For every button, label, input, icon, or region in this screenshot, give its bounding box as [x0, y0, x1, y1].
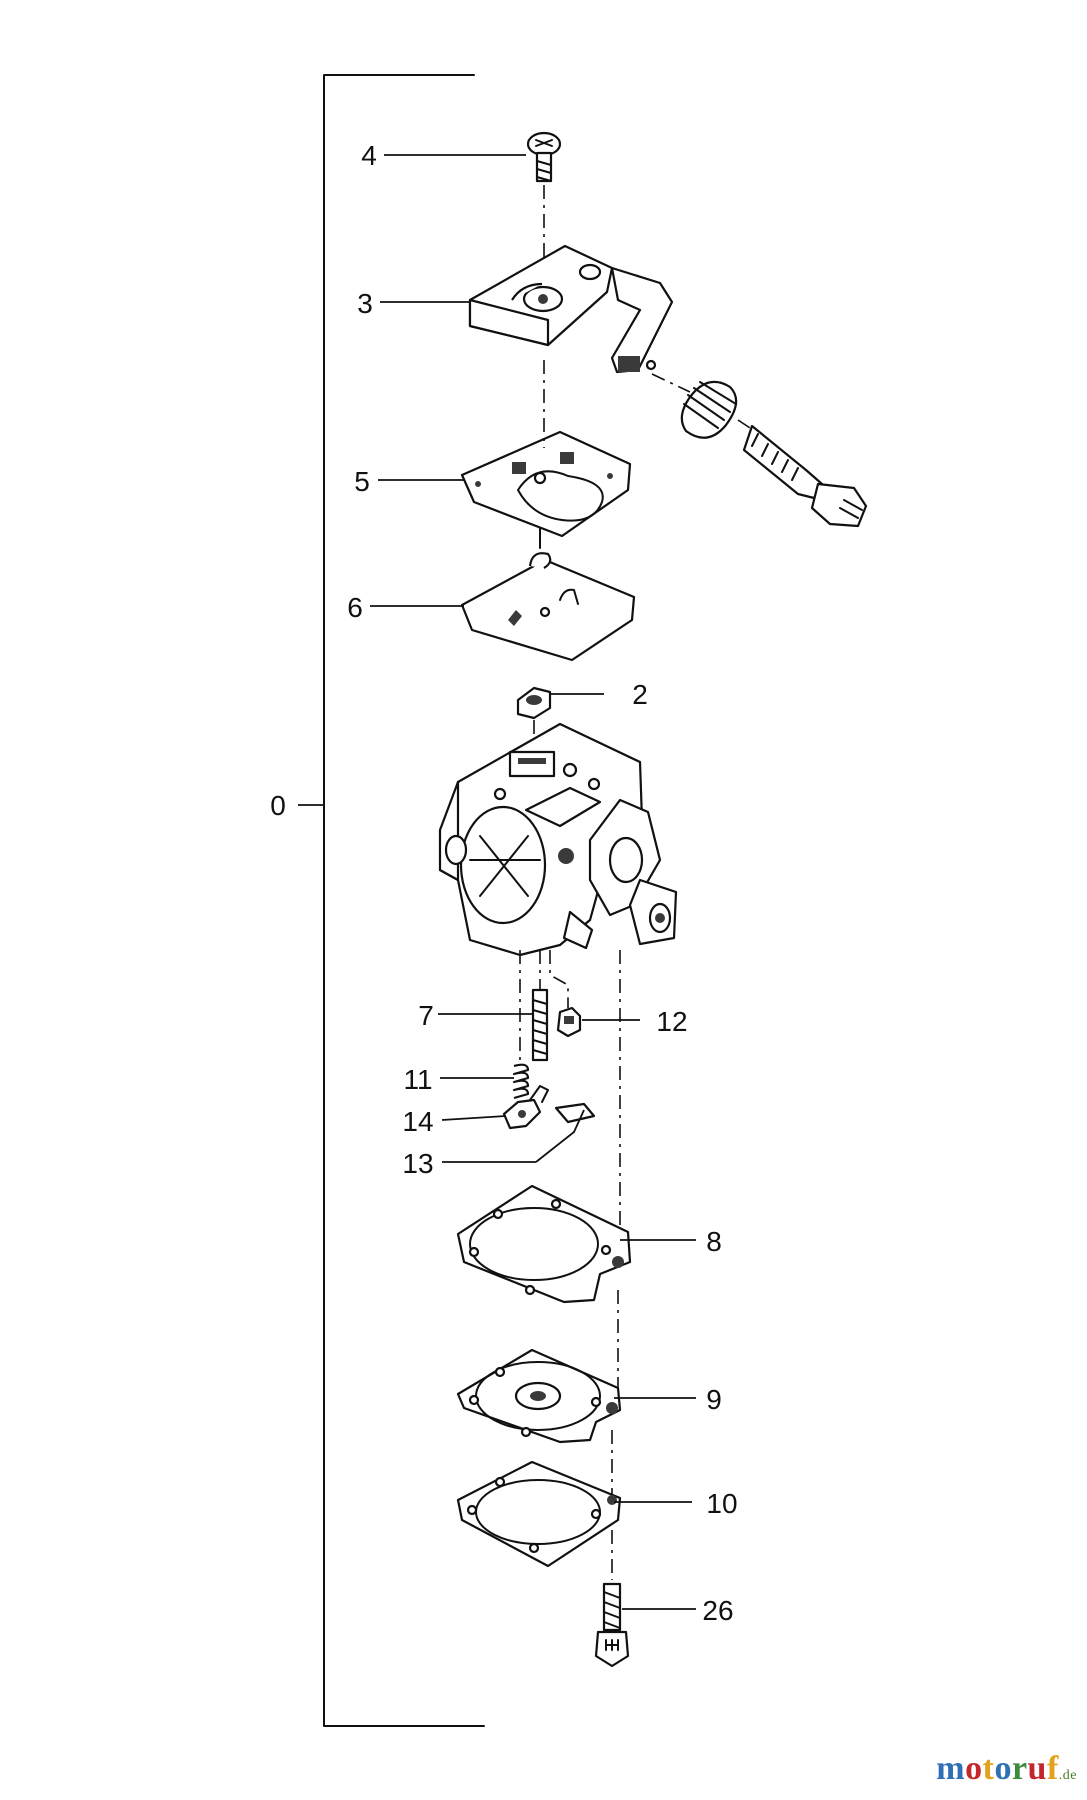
callout-6: 6 [347, 592, 363, 623]
part-12-screw [549, 950, 582, 1038]
callout-leaders [370, 154, 696, 1610]
callout-8: 8 [706, 1226, 722, 1257]
callout-14: 14 [402, 1106, 433, 1137]
callout-10: 10 [706, 1488, 737, 1519]
watermark-letter: o [965, 1750, 983, 1787]
callout-26: 26 [702, 1595, 733, 1626]
adjusting-screw-and-spring [651, 373, 868, 528]
watermark-suffix: .de [1058, 1768, 1077, 1783]
motoruf-watermark: motoruf.de [936, 1750, 1077, 1788]
part-6-pump-diaphragm [460, 527, 636, 662]
part-9-metering-diaphragm [456, 1348, 622, 1500]
callout-labels: 0 4 3 5 6 2 7 12 11 14 13 8 9 10 26 [270, 140, 737, 1626]
watermark-letter: t [982, 1750, 995, 1787]
part-3-pump-cover [468, 244, 674, 374]
carburetor-body [438, 722, 678, 1240]
watermark-letter: o [994, 1750, 1012, 1787]
part-14-lever [502, 1085, 549, 1130]
callout-3: 3 [357, 288, 373, 319]
callout-11: 11 [403, 1064, 432, 1095]
watermark-letter: r [1011, 1750, 1028, 1787]
part-10-metering-cover [456, 1460, 622, 1580]
callout-7: 7 [418, 1000, 434, 1031]
callout-0: 0 [270, 790, 286, 821]
callout-9: 9 [706, 1384, 722, 1415]
callout-2: 2 [632, 679, 648, 710]
part-11-spring [512, 1063, 530, 1100]
callout-5: 5 [354, 466, 370, 497]
assembly-bracket [298, 74, 485, 1727]
watermark-letter: m [936, 1750, 966, 1787]
callout-13: 13 [402, 1148, 433, 1179]
callout-12: 12 [656, 1006, 687, 1037]
part-13-pin [554, 1102, 596, 1124]
part-5-pump-gasket [460, 360, 632, 538]
part-8-gasket [456, 1184, 632, 1390]
watermark-letter: f [1046, 1750, 1059, 1787]
watermark-letter: u [1027, 1750, 1047, 1787]
callout-4: 4 [361, 140, 377, 171]
part-26-screw [594, 1582, 630, 1668]
part-7-needle [519, 950, 549, 1062]
